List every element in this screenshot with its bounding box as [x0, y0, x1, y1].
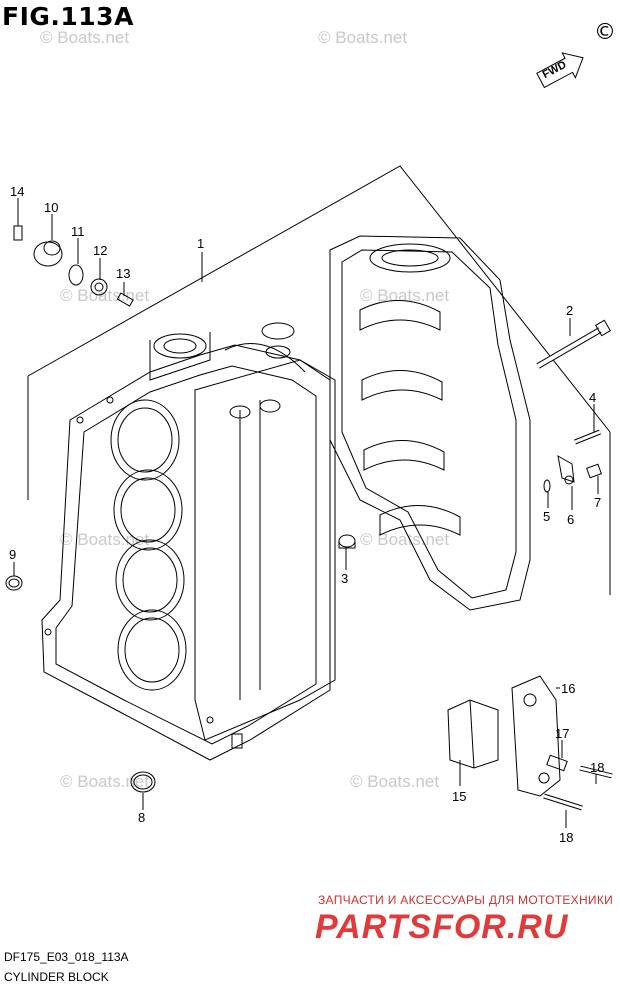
- figure-title: FIG.113A: [2, 2, 134, 31]
- bolt-14: [13, 220, 23, 241]
- crankcase: [329, 235, 531, 611]
- callout-4: 4: [589, 390, 597, 405]
- watermark: © Boats.net: [350, 772, 440, 791]
- bolt-13: [116, 292, 134, 307]
- bolt-17: [546, 754, 568, 772]
- callout-14: 14: [10, 184, 25, 199]
- watermark: © Boats.net: [60, 772, 150, 791]
- brand-logo: PARTSFOR.RU: [315, 908, 569, 946]
- o-ring-5: [543, 479, 551, 493]
- callout-10: 10: [44, 200, 59, 215]
- forward-arrow: [536, 52, 584, 89]
- model-code: DF175_E03_018_113A: [4, 950, 129, 964]
- watermark: © Boats.net: [318, 28, 408, 47]
- cylinder-block: [41, 332, 336, 761]
- block-cap: [261, 322, 295, 359]
- watermark: © Boats.net: [40, 28, 130, 47]
- callout-7: 7: [594, 495, 602, 510]
- callout-11: 11: [71, 224, 85, 239]
- fitting-7: [586, 463, 602, 479]
- callout-18: 18: [590, 760, 605, 775]
- brand-subtitle: ЗАПЧАСТИ И АКСЕССУАРЫ ДЛЯ МОТОТЕХНИКИ: [318, 893, 614, 907]
- callout-12: 12: [93, 243, 108, 258]
- callout-1: 1: [197, 236, 205, 251]
- plug-3: [338, 534, 356, 549]
- callout-17: 17: [555, 726, 570, 741]
- watermark: © Boats.net: [60, 530, 150, 549]
- callout-9: 9: [9, 547, 17, 562]
- callout-13: 13: [116, 266, 131, 281]
- callout-3: 3: [341, 571, 349, 586]
- bracket-15: [447, 699, 499, 769]
- callout-16: 16: [561, 681, 576, 696]
- plug-12: [90, 278, 108, 296]
- bolt-18: [543, 793, 583, 811]
- o-ring-11: [68, 264, 84, 286]
- o-ring-8: [130, 771, 156, 793]
- watermark: © Boats.net: [60, 286, 150, 305]
- callout-8: 8: [138, 810, 146, 825]
- figure-caption: CYLINDER BLOCK: [4, 970, 109, 984]
- callout-15: 15: [452, 789, 467, 804]
- watermark: © Boats.net: [360, 530, 450, 549]
- callout-18: 18: [559, 830, 574, 845]
- callout-6: 6: [567, 512, 575, 527]
- cap-10: [33, 240, 63, 267]
- watermark: © Boats.net: [360, 286, 450, 305]
- assembly-boundary: [27, 165, 611, 595]
- bolt-2: [536, 319, 612, 369]
- leader-lines: [13, 198, 599, 828]
- cap-9: [5, 575, 23, 591]
- union-6: [557, 455, 575, 485]
- bolt-18: [579, 765, 613, 779]
- callout-5: 5: [543, 509, 551, 524]
- copyright-mark: ©: [594, 20, 616, 45]
- plate-16: [511, 675, 561, 797]
- bolt-4: [574, 429, 601, 445]
- callout-2: 2: [566, 303, 574, 318]
